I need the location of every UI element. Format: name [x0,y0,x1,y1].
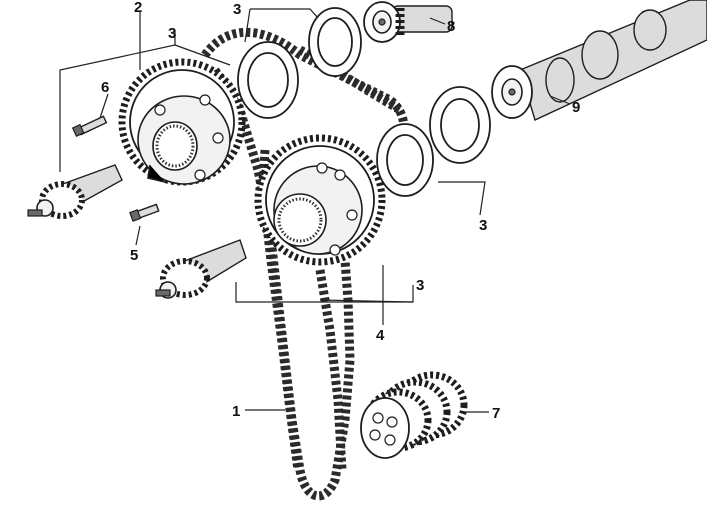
callout-5: 5 [130,247,138,264]
callout-3-top-left: 3 [168,25,176,42]
camshaft-9 [491,0,707,121]
callout-2: 2 [134,0,142,16]
gear-shaft-left [27,164,123,219]
double-sprocket-7 [360,371,468,459]
callout-4: 4 [376,327,385,344]
shim-washer-upper-left [237,41,299,119]
bolt-5 [129,203,160,222]
callout-1: 1 [232,403,240,420]
camshaft-gear-8 [363,1,453,43]
sprocket-4 [254,134,386,266]
callout-labels: 2 3 3 8 9 6 5 3 3 4 1 7 [101,0,580,422]
callout-3-top: 3 [233,1,241,18]
sprocket-2 [118,58,246,186]
callout-7: 7 [492,405,500,422]
callout-6: 6 [101,79,109,96]
gear-shaft-middle [155,239,247,299]
callout-9: 9 [572,99,580,116]
callout-8: 8 [447,18,455,35]
shim-washer-right [429,86,491,164]
bolt-6 [71,115,108,138]
callout-3-right: 3 [479,217,487,234]
leader-lines [59,8,571,413]
callout-3-lower: 3 [416,277,424,294]
shim-washer-middle [376,123,434,197]
shim-washer-upper-right [308,7,362,77]
